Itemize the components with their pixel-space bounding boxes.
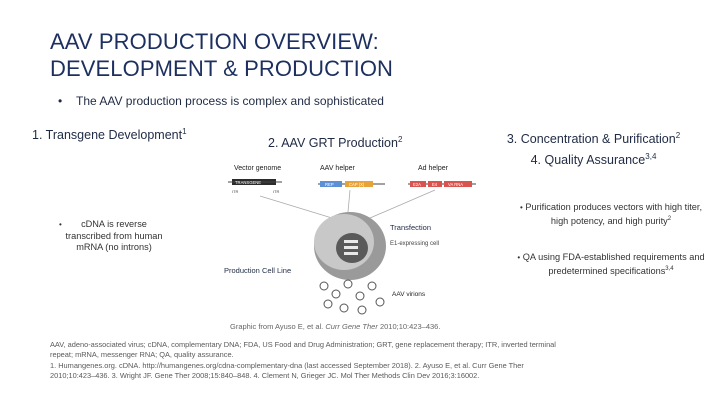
itr-right-label: ITR — [273, 189, 280, 194]
arrow-aav-helper — [347, 189, 351, 213]
aav-helper-label: AAV helper — [320, 165, 356, 172]
cap-label: CAP (X) — [349, 182, 365, 187]
step-3-label: 3. Concentration & Purification — [506, 132, 676, 147]
title-line-2: DEVELOPMENT & PRODUCTION — [50, 56, 394, 81]
step-3-bullet: • Purification produces vectors with hig… — [516, 202, 706, 227]
plasmid-mark-2 — [344, 246, 358, 249]
step-2-ref: 2 — [397, 135, 403, 144]
arrow-vector — [259, 195, 333, 219]
step-4-ref: 3,4 — [645, 152, 657, 162]
varna-label: VA RNA — [448, 182, 463, 187]
footnote-line-4: 2010;10:423–436. 3. Wright JF. Gene Ther… — [50, 371, 480, 381]
virion — [339, 303, 349, 313]
e2a-label: E2A — [413, 182, 421, 187]
step-3-ref: 2 — [675, 131, 681, 140]
virion — [323, 299, 333, 309]
virion — [355, 291, 365, 301]
transgene-label: TRANSGENE — [235, 180, 261, 185]
vector-genome-label: Vector genome — [234, 165, 281, 172]
e4-box — [428, 181, 442, 187]
page-title: AAV PRODUCTION OVERVIEW: DEVELOPMENT & P… — [50, 28, 570, 82]
caption-suffix: 2010;10:423–436. — [377, 322, 441, 331]
bullet-icon: • — [517, 253, 521, 262]
rep-box — [320, 181, 342, 187]
varna-box — [444, 181, 472, 187]
plasmid-mark-3 — [344, 252, 358, 255]
footnotes: AAV, adeno-associated virus; cDNA, compl… — [50, 340, 690, 382]
footnote-line-2: repeat; mRNA, messenger RNA; QA, quality… — [50, 350, 234, 360]
step-4-bullet-ref: 3,4 — [665, 265, 674, 272]
itr-left-label: ITR — [232, 189, 239, 194]
footnote-line-1: AAV, adeno-associated virus; cDNA, compl… — [50, 340, 556, 349]
step-4-bullet: • QA using FDA-established requirements … — [516, 252, 706, 277]
caption-journal: Curr Gene Ther — [325, 322, 378, 331]
subtitle-bullet: • The AAV production process is complex a… — [58, 94, 384, 108]
footnote-line-3: 1. Humangenes.org. cDNA. http://humangen… — [50, 360, 524, 370]
virion — [319, 281, 329, 291]
bullet-icon: • — [59, 220, 62, 229]
plasmid-mark-1 — [344, 240, 358, 243]
virion — [343, 279, 353, 289]
aav-virions — [319, 279, 385, 315]
virion — [367, 281, 377, 291]
graphic-caption: Graphic from Ayuso E, et al. Curr Gene T… — [230, 322, 440, 331]
step-3-heading: 3. Concentration & Purification2 4. Qual… — [486, 127, 701, 169]
ad-helper-label: Ad helper — [418, 165, 449, 172]
subtitle-text: The AAV production process is complex an… — [76, 94, 384, 108]
bullet-icon: • — [58, 94, 63, 108]
step-3-bullet-text: Purification produces vectors with high … — [525, 202, 703, 226]
aav-virions-label: AAV virions — [392, 291, 426, 298]
transfection-label: Transfection — [390, 223, 431, 232]
cap-box — [345, 181, 373, 187]
e4-label: E4 — [432, 182, 438, 187]
aav-production-diagram: Vector genome TRANSGENE ITR ITR AAV help… — [224, 165, 476, 315]
title-line-1: AAV PRODUCTION OVERVIEW: — [50, 29, 379, 54]
step-3-line: 3. Concentration & Purification2 — [486, 127, 701, 148]
virion — [331, 289, 341, 299]
virion — [357, 305, 367, 315]
e2a-box — [410, 181, 426, 187]
step-4-label: 4. Quality Assurance — [530, 153, 646, 168]
step-4-bullet-text: QA using FDA-established requirements an… — [522, 252, 705, 276]
step-1-bullet: • cDNA is reverse transcribed from human… — [58, 219, 170, 254]
arrow-ad-helper — [369, 189, 436, 219]
step-4-line: 4. Quality Assurance3,4 — [486, 148, 701, 169]
step-2-heading: 2. AAV GRT Production2 — [268, 135, 402, 150]
e1-cell-label: E1-expressing cell — [390, 241, 439, 247]
step-2-label: 2. AAV GRT Production — [268, 136, 398, 151]
step-1-ref: 1 — [182, 127, 187, 136]
virion — [375, 297, 385, 307]
caption-prefix: Graphic from Ayuso E, et al. — [230, 322, 326, 331]
bullet-icon: • — [519, 203, 523, 212]
step-1-heading: 1. Transgene Development1 — [32, 127, 187, 142]
step-1-label: 1. Transgene Development — [32, 128, 183, 143]
step-3-bullet-ref: 2 — [667, 215, 672, 222]
step-1-bullet-text: cDNA is reverse transcribed from human m… — [65, 219, 163, 252]
production-cell-line-label: Production Cell Line — [224, 266, 291, 275]
rep-label: REP — [325, 182, 334, 187]
